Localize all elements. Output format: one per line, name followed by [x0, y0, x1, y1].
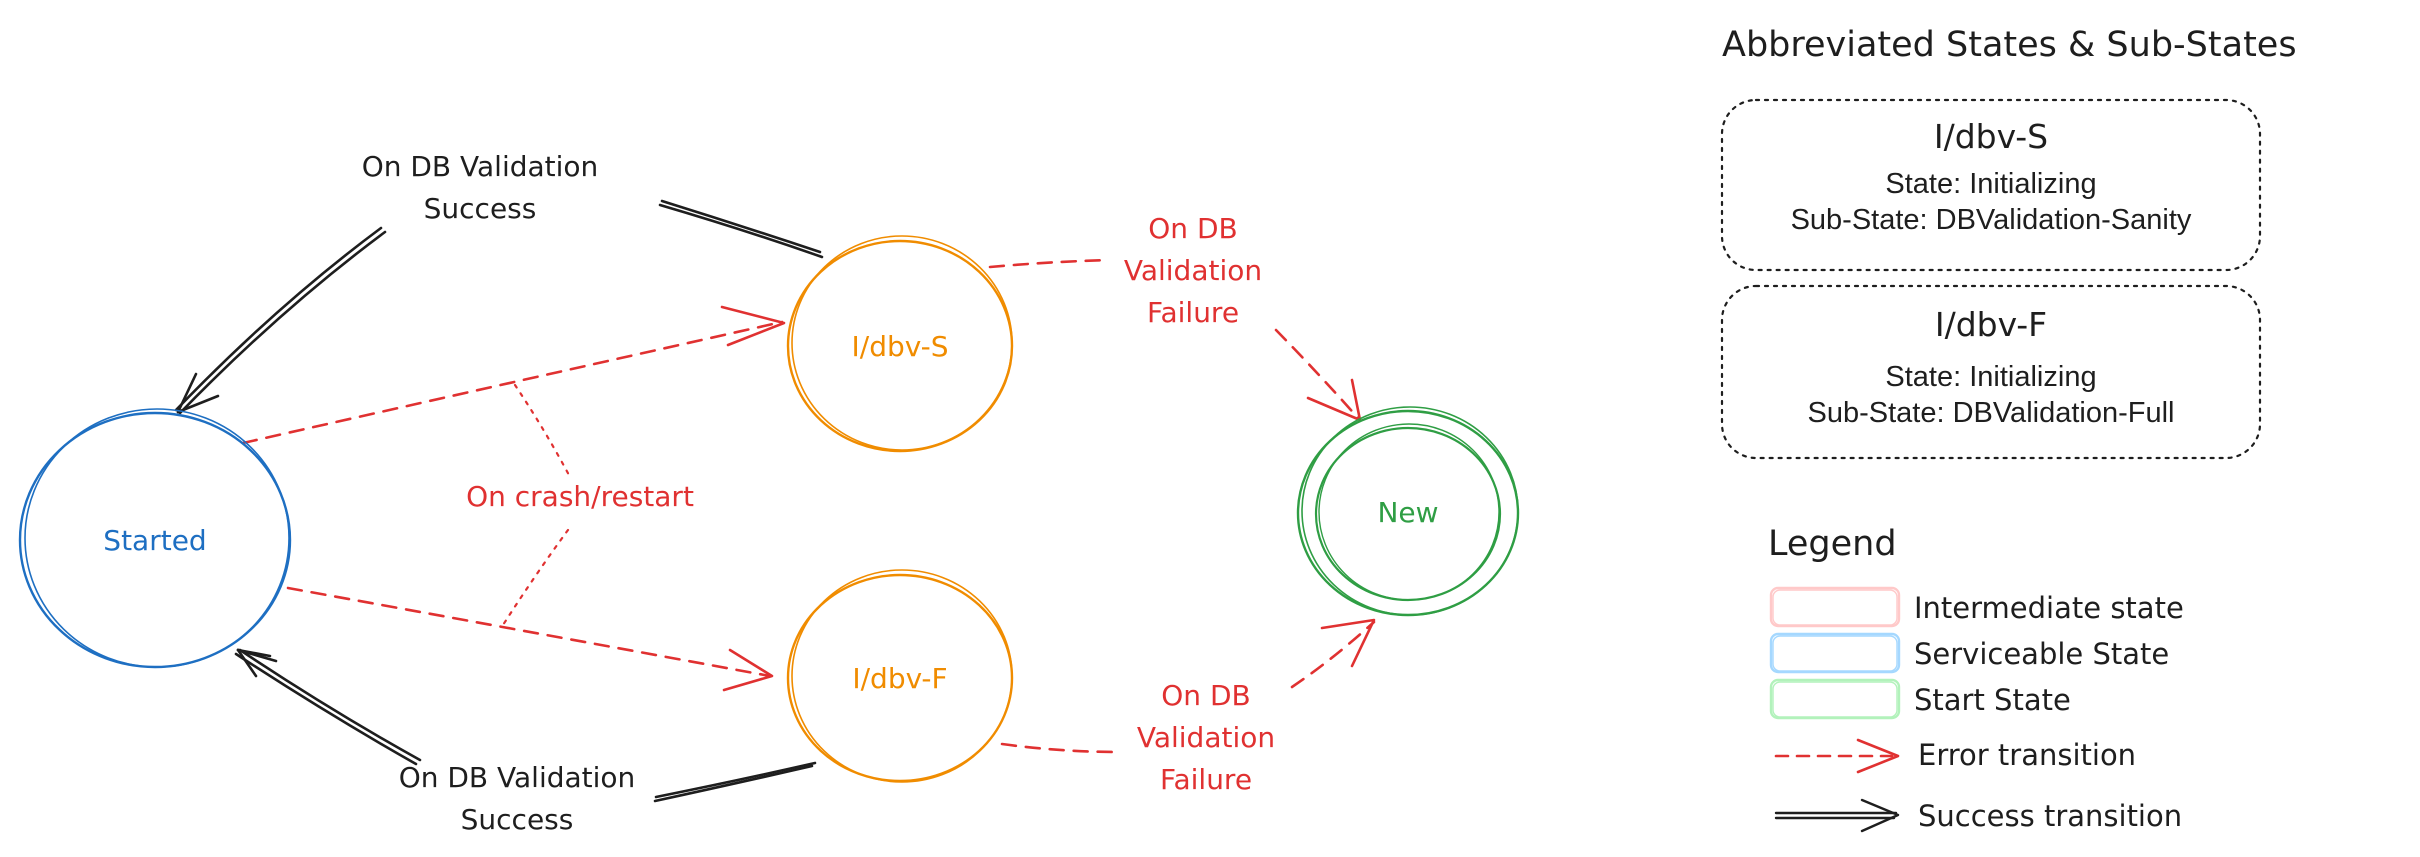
success-edge-dbvs-to-started [174, 199, 824, 415]
label-success-top-line2: Success [424, 192, 537, 225]
legend-label: Success transition [1918, 799, 2182, 833]
label-failure-top-line2: Validation [1124, 254, 1262, 287]
legend-title: Legend [1768, 524, 1897, 564]
abbrev-card-code: I/dbv-F [1935, 305, 2047, 344]
label-success-bottom-line1: On DB Validation [399, 761, 636, 794]
label-failure-bottom-line2: Validation [1137, 721, 1275, 754]
error-edge-dbvf-to-new [1000, 742, 1122, 754]
node-started-label: Started [103, 524, 206, 557]
node-new-label: New [1377, 496, 1438, 529]
legend-item-success: Success transition [1774, 798, 2182, 833]
legend-label: Error transition [1918, 738, 2136, 772]
label-failure-top: On DB Validation Failure [1124, 212, 1262, 329]
node-dbv-s-label: I/dbv-S [852, 330, 949, 363]
abbrev-card-substate: Sub-State: DBValidation-Full [1808, 397, 2175, 429]
success-edge-dbvf-to-started [234, 648, 817, 803]
error-edge-started-to-dbvf [286, 586, 772, 678]
legend-swatch-serviceable [1769, 632, 1901, 674]
error-arrowhead-new-top [1306, 378, 1362, 422]
label-failure-bottom: On DB Validation Failure [1137, 679, 1275, 796]
legend-item-serviceable: Serviceable State [1769, 632, 2169, 674]
error-arrowhead-dbvf [722, 648, 774, 692]
legend-label: Serviceable State [1914, 637, 2169, 671]
node-dbv-s: I/dbv-S [786, 235, 1014, 453]
legend-item-intermediate: Intermediate state [1769, 586, 2184, 628]
legend-item-error: Error transition [1774, 738, 2136, 774]
label-failure-bottom-line3: Failure [1160, 763, 1252, 796]
node-started: Started [18, 408, 292, 669]
error-edge-dbvf-to-new-2 [1290, 620, 1376, 689]
label-success-bottom: On DB Validation Success [399, 761, 636, 836]
legend-success-arrow-icon [1774, 798, 1900, 833]
label-success-top-line1: On DB Validation [362, 150, 599, 183]
abbrev-title: Abbreviated States & Sub-States [1722, 25, 2297, 65]
error-edge-dbvs-to-new-2 [1274, 328, 1360, 420]
error-edge-started-to-dbvs [241, 320, 784, 445]
legend-swatch-intermediate [1769, 586, 1901, 628]
abbrev-card-substate: Sub-State: DBValidation-Sanity [1791, 204, 2192, 236]
crash-connector-top [513, 383, 572, 479]
node-dbv-f-label: I/dbv-F [852, 662, 947, 695]
node-new: New [1296, 406, 1520, 617]
abbrev-card-dbv-f: I/dbv-F State: Initializing Sub-State: D… [1720, 284, 2262, 460]
legend-label: Intermediate state [1914, 591, 2184, 625]
label-success-top: On DB Validation Success [362, 150, 599, 225]
label-failure-top-line1: On DB [1148, 212, 1237, 245]
error-edge-dbvs-to-new [988, 258, 1110, 269]
label-failure-top-line3: Failure [1147, 296, 1239, 329]
legend-error-arrow-icon [1774, 738, 1900, 774]
label-success-bottom-line2: Success [461, 803, 574, 836]
abbrev-card-state: State: Initializing [1885, 168, 2096, 200]
abbrev-card-dbv-s: I/dbv-S State: Initializing Sub-State: D… [1720, 98, 2262, 272]
legend-swatch-start [1769, 678, 1901, 720]
legend-label: Start State [1914, 683, 2071, 717]
abbrev-card-state: State: Initializing [1885, 361, 2096, 393]
node-dbv-f: I/dbv-F [786, 569, 1014, 783]
label-crash-restart: On crash/restart [466, 480, 694, 513]
abbrev-card-code: I/dbv-S [1934, 117, 2048, 156]
error-arrowhead-new-bottom [1320, 618, 1376, 668]
legend-item-start: Start State [1769, 678, 2071, 720]
error-arrowhead-dbvs [720, 305, 786, 347]
crash-connector-bottom [501, 528, 570, 627]
label-failure-bottom-line1: On DB [1161, 679, 1250, 712]
